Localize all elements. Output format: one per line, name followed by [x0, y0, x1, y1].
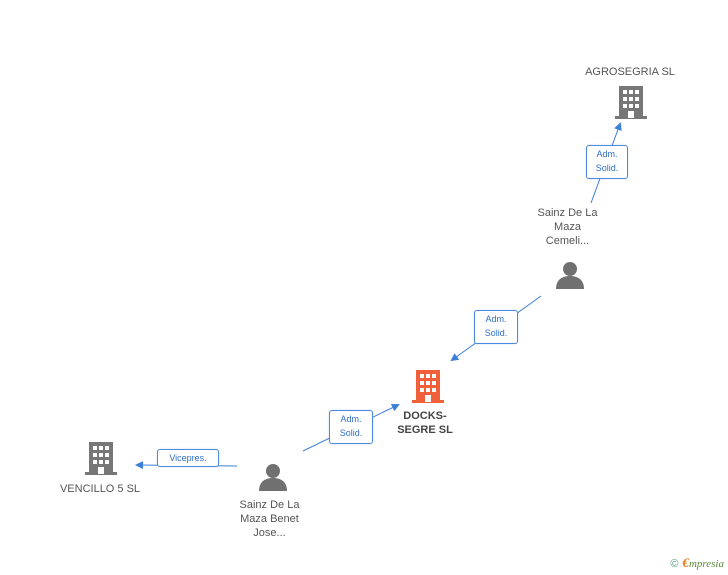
node-vencillo[interactable]: VENCILLO 5 SL: [45, 482, 155, 496]
edge-label-adm-solid-3[interactable]: Adm. Solid.: [329, 410, 373, 444]
node-person-benet[interactable]: Sainz De La Maza Benet Jose...: [222, 498, 317, 540]
edge-label-adm-solid-2[interactable]: Adm. Solid.: [474, 310, 518, 344]
empresia-logo-initial: €: [682, 555, 689, 570]
node-person-cemeli[interactable]: Sainz De La Maza Cemeli...: [520, 206, 615, 248]
empresia-logo-text: mpresia: [688, 558, 724, 570]
node-docks-segre[interactable]: DOCKS- SEGRE SL: [385, 409, 465, 437]
edge-label-adm-solid-1[interactable]: Adm. Solid.: [586, 145, 628, 179]
node-agrosegria[interactable]: AGROSEGRIA SL: [570, 65, 690, 79]
node-label-docks-segre: DOCKS- SEGRE SL: [397, 410, 453, 436]
person-icon: [556, 262, 584, 289]
building-icon: [85, 442, 117, 475]
empresia-watermark: ©€mpresia: [670, 555, 724, 571]
node-label-cemeli: Sainz De La Maza Cemeli...: [537, 207, 598, 247]
building-icon: [412, 370, 444, 403]
building-icon: [615, 86, 647, 119]
node-label-benet: Sainz De La Maza Benet Jose...: [239, 499, 300, 539]
person-icon: [259, 464, 287, 491]
node-label-vencillo: VENCILLO 5 SL: [59, 483, 141, 495]
node-label-agrosegria: AGROSEGRIA SL: [585, 66, 675, 78]
copyright-icon: ©: [670, 558, 679, 570]
edge-label-vicepres[interactable]: Vicepres.: [157, 449, 219, 467]
